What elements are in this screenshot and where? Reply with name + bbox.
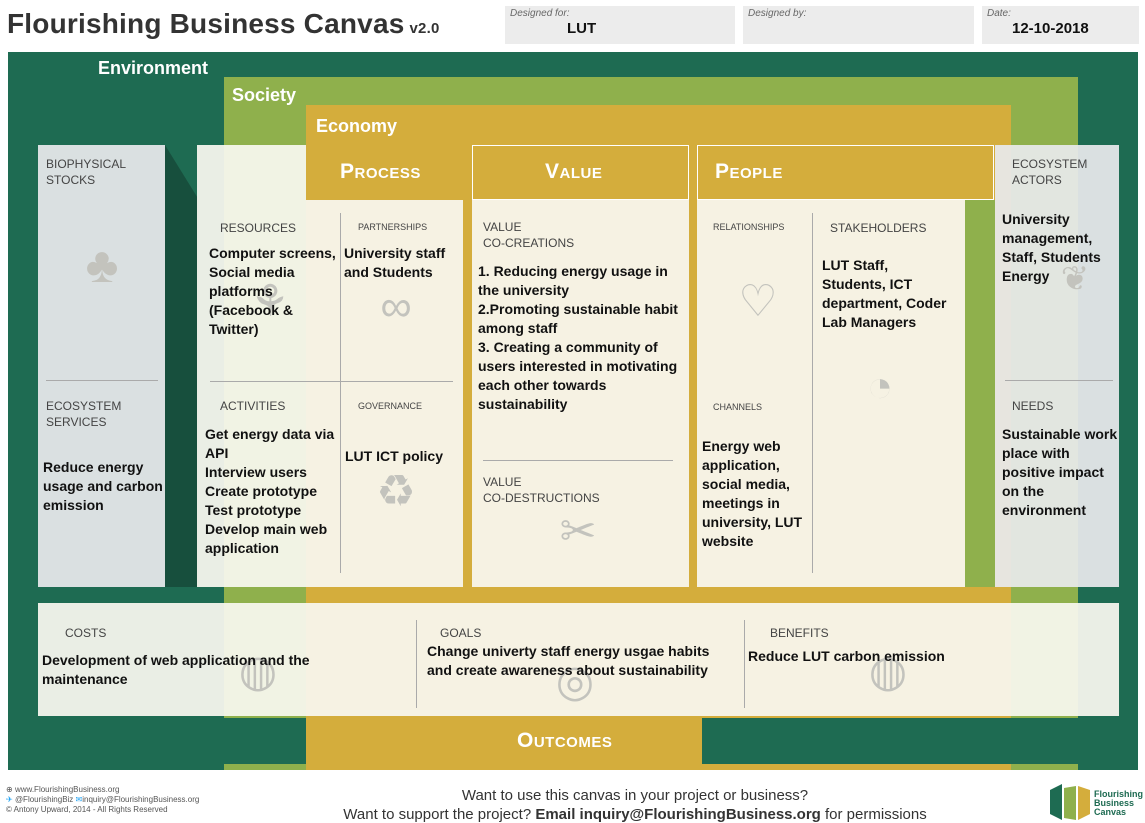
benefits-text[interactable]: Reduce LUT carbon emission bbox=[748, 648, 945, 664]
twitter-link[interactable]: @FlourishingBiz bbox=[14, 795, 74, 804]
activities-text[interactable]: Get energy data via API Interview users … bbox=[205, 426, 335, 556]
stakeholders-text[interactable]: LUT Staff, Students, ICT department, Cod… bbox=[822, 257, 947, 330]
copyright-text: © Antony Upward, 2014 - All Rights Reser… bbox=[6, 805, 168, 814]
benefits-label: BENEFITS bbox=[770, 626, 829, 640]
activities-label: ACTIVITIES bbox=[220, 399, 286, 413]
partnerships-label: PARTNERSHIPS bbox=[358, 222, 428, 232]
email-link[interactable]: inquiry@FlourishingBusiness.org bbox=[82, 795, 200, 804]
date-field[interactable]: Date: 12-10-2018 bbox=[982, 6, 1139, 44]
recycle-icon: ♻ bbox=[376, 467, 416, 516]
pie-chart-icon: ◔ bbox=[866, 362, 894, 411]
people-header: People bbox=[715, 160, 783, 183]
value-header: Value bbox=[545, 160, 603, 183]
bottom-panel bbox=[38, 603, 1119, 716]
partnerships-text[interactable]: University staff and Students bbox=[344, 245, 446, 280]
target-icon: ◎ bbox=[555, 657, 595, 706]
society-label: Society bbox=[232, 85, 297, 105]
needs-label: NEEDS bbox=[1012, 399, 1054, 413]
costs-label: COSTS bbox=[65, 626, 107, 640]
economy-label: Economy bbox=[316, 116, 398, 136]
process-header: Process bbox=[340, 160, 421, 183]
website-link[interactable]: www.FlourishingBusiness.org bbox=[14, 785, 120, 794]
web-icon: ⊕ bbox=[6, 785, 15, 794]
governance-text[interactable]: LUT ICT policy bbox=[345, 448, 443, 464]
people-panel bbox=[697, 145, 965, 587]
value-cocreations-text[interactable]: 1. Reducing energy usage in the universi… bbox=[478, 263, 678, 412]
wheat-icon: ⚘ bbox=[250, 277, 290, 326]
footer-cta: Want to use this canvas in your project … bbox=[343, 787, 927, 823]
governance-label: GOVERNANCE bbox=[358, 401, 423, 411]
tree-icon: ♣ bbox=[85, 237, 119, 293]
ecosystem-actors-text[interactable]: University management, Staff, Students E… bbox=[1002, 211, 1101, 284]
right-perspective-inner bbox=[965, 200, 995, 587]
costs-text[interactable]: Development of web application and the m… bbox=[42, 652, 310, 687]
logo-icon bbox=[1050, 784, 1090, 820]
value-codestructions-label: VALUE CO-DESTRUCTIONS bbox=[483, 475, 600, 505]
goals-text[interactable]: Change univerty staff energy usgae habit… bbox=[427, 643, 710, 678]
ecosystem-services-label-text: ECOSYSTEM SERVICES bbox=[46, 399, 122, 429]
channels-label: CHANNELS bbox=[713, 402, 763, 412]
needs-text[interactable]: Sustainable work place with positive imp… bbox=[1002, 426, 1118, 518]
biophysical-stocks-label: BIOPHYSICAL STOCKS bbox=[46, 157, 127, 187]
footer-links: ⊕ www.FlourishingBusiness.org ✈ @Flouris… bbox=[6, 785, 199, 815]
resources-text[interactable]: Computer screens, Social media platforms… bbox=[209, 245, 336, 337]
designed-for-field[interactable]: Designed for: LUT bbox=[505, 6, 735, 44]
designed-by-field[interactable]: Designed by: bbox=[743, 6, 974, 44]
globe-icon-benefits: ◍ bbox=[868, 647, 908, 696]
mail-icon: ✉ bbox=[75, 795, 83, 804]
permissions-email[interactable]: Email inquiry@FlourishingBusiness.org bbox=[535, 806, 821, 823]
channels-text[interactable]: Energy web application, social media, me… bbox=[702, 438, 803, 549]
handshake-icon: ♡ bbox=[738, 277, 778, 326]
environment-label: Environment bbox=[98, 58, 209, 78]
goals-label: GOALS bbox=[440, 626, 482, 640]
right-panel bbox=[995, 145, 1119, 587]
ecosystem-actors-label: ECOSYSTEM ACTORS bbox=[1012, 157, 1088, 187]
outcomes-header: Outcomes bbox=[517, 729, 613, 752]
ecosystem-services-text[interactable]: Reduce energy usage and carbon emission bbox=[43, 459, 163, 513]
chain-link-icon: ∞ bbox=[380, 282, 412, 331]
relationships-label: RELATIONSHIPS bbox=[713, 222, 785, 232]
paw-icon: ❦ bbox=[1060, 260, 1090, 298]
left-panel bbox=[38, 145, 165, 587]
twitter-icon: ✈ bbox=[6, 795, 15, 804]
left-perspective bbox=[165, 145, 199, 587]
process-panel bbox=[197, 145, 463, 587]
logo-text: Flourishing Business Canvas bbox=[1094, 789, 1143, 817]
globe-icon: ◍ bbox=[238, 647, 278, 696]
value-cocreations-label: VALUE CO-CREATIONS bbox=[483, 220, 575, 250]
scissors-icon: ✂ bbox=[559, 507, 597, 556]
resources-label: RESOURCES bbox=[220, 221, 297, 235]
value-panel bbox=[472, 145, 689, 587]
stakeholders-label: STAKEHOLDERS bbox=[830, 221, 927, 235]
